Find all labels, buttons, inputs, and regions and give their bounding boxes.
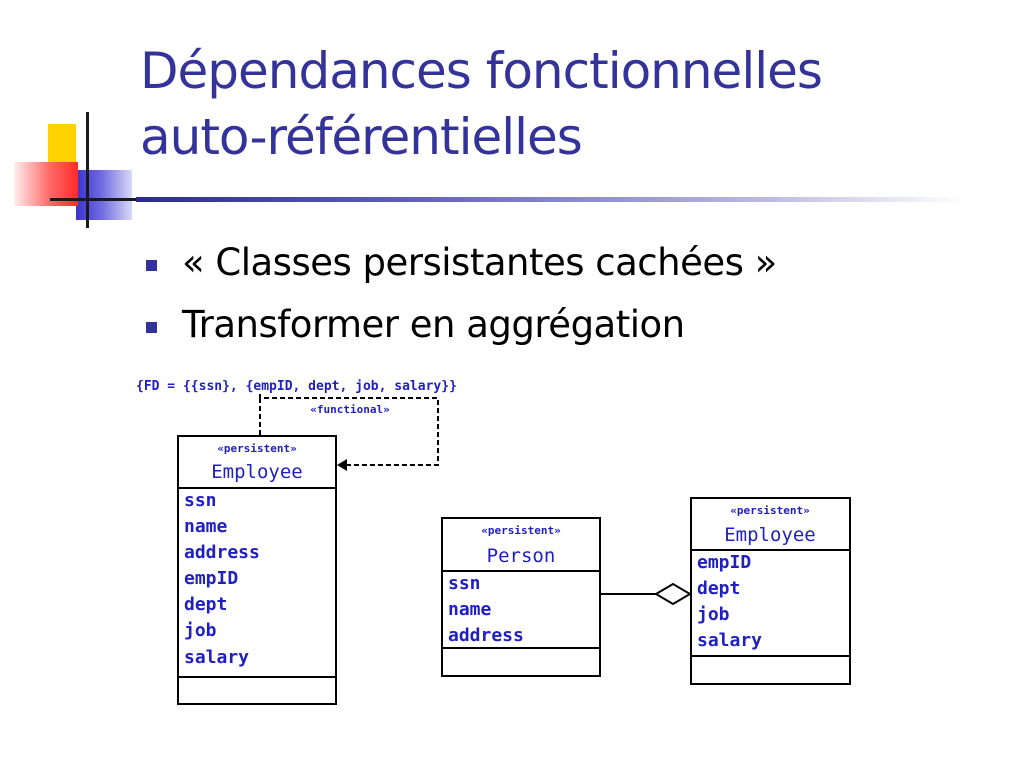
bullet-text: « Classes persistantes cachées »	[182, 241, 777, 284]
class-box	[177, 435, 337, 705]
class-attribute: name	[184, 516, 228, 537]
class-name: Employee	[724, 524, 816, 546]
class-stereotype: «persistent»	[481, 524, 560, 537]
class-name: Employee	[211, 461, 303, 483]
uml-class-employee-right: «persistent» Employee empID dept job sal…	[690, 497, 851, 685]
decor-vertical-line	[86, 112, 89, 228]
class-attribute: dept	[184, 594, 227, 615]
class-attribute: ssn	[448, 573, 481, 594]
square-bullet-icon	[146, 260, 157, 271]
slide-title-line-1: Dépendances fonctionnelles	[140, 42, 823, 100]
decor-yellow-square	[48, 124, 76, 164]
bullet-list: « Classes persistantes cachées » Transfo…	[144, 232, 777, 356]
class-stereotype: «persistent»	[217, 442, 296, 455]
fd-constraint: {FD = {{ssn}, {empID, dept, job, salary}…	[136, 379, 457, 394]
decor-horizontal-line	[50, 198, 136, 201]
class-stereotype: «persistent»	[730, 504, 809, 517]
class-attribute: salary	[697, 630, 762, 651]
slide-title: Dépendances fonctionnelles auto-référent…	[140, 38, 1000, 170]
class-box	[690, 497, 851, 685]
bullet-item: « Classes persistantes cachées »	[144, 232, 777, 294]
functional-dependency-line	[259, 394, 439, 466]
dependency-arrowhead-icon	[337, 459, 347, 471]
class-attribute: empID	[184, 568, 238, 589]
slide-title-line-2: auto-référentielles	[140, 108, 583, 166]
class-attribute: empID	[697, 552, 751, 573]
square-bullet-icon	[146, 322, 157, 333]
class-box	[441, 517, 601, 677]
class-attribute: salary	[184, 647, 249, 668]
bullet-item: Transformer en aggrégation	[144, 294, 777, 356]
title-underline	[136, 197, 966, 202]
functional-stereotype: «functional»	[310, 403, 389, 416]
class-attribute: job	[697, 604, 730, 625]
class-attribute: dept	[697, 578, 740, 599]
class-attribute: name	[448, 599, 492, 620]
class-attribute: job	[184, 620, 217, 641]
aggregation-diamond-icon	[654, 582, 692, 606]
bullet-text: Transformer en aggrégation	[182, 303, 685, 346]
class-attribute: address	[184, 542, 260, 563]
class-attribute: ssn	[184, 490, 217, 511]
class-attribute: address	[448, 625, 524, 646]
class-name: Person	[487, 545, 556, 567]
uml-class-employee-left: «persistent» Employee ssn name address e…	[177, 435, 337, 705]
decor-blue-square	[76, 170, 132, 220]
uml-class-person: «persistent» Person ssn name address	[441, 517, 601, 677]
